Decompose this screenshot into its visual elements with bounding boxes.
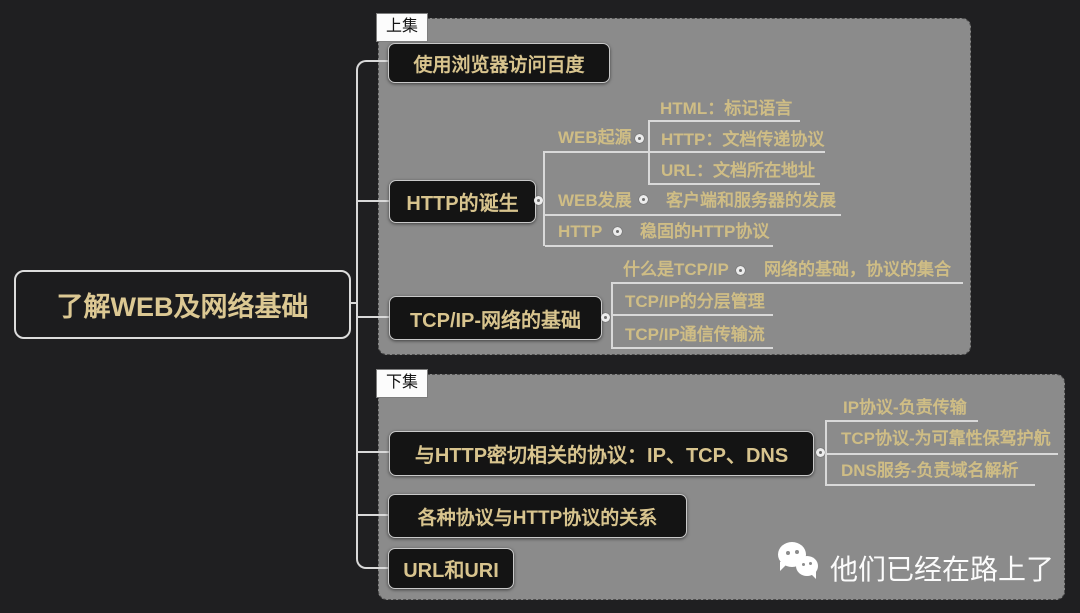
boundary-label-part1: 上集 (376, 13, 429, 42)
topic-tcpip-basis[interactable]: TCP/IP-网络的基础 (389, 296, 602, 340)
watermark-text: 他们已经在路上了 (830, 554, 1055, 585)
root-topic[interactable]: 了解WEB及网络基础 (14, 270, 351, 339)
connector-bracket (543, 151, 545, 246)
topic-underline (545, 214, 841, 216)
topic-underline (827, 484, 1035, 486)
wechat-eye (809, 562, 812, 565)
connector-stub (357, 200, 389, 202)
connector-root-stub (347, 302, 357, 304)
collapse-dot[interactable] (639, 195, 648, 204)
subtopic-net-basis[interactable]: 网络的基础，协议的集合 (764, 260, 951, 279)
topic-underline (650, 120, 800, 122)
subtopic-ip-protocol[interactable]: IP协议-负责传输 (843, 398, 967, 417)
wechat-icon (778, 542, 826, 586)
topic-browser-baidu[interactable]: 使用浏览器访问百度 (388, 43, 610, 83)
topic-underline (827, 453, 1058, 455)
connector-upper-bracket (356, 60, 391, 305)
topic-underline (613, 282, 963, 284)
subtopic-tcp-protocol[interactable]: TCP协议-为可靠性保驾护航 (841, 429, 1051, 448)
topic-related-protocols[interactable]: 与HTTP密切相关的协议：IP、TCP、DNS (389, 431, 814, 476)
connector-stub (357, 451, 389, 453)
subtopic-web-dev[interactable]: WEB发展 (558, 191, 632, 210)
topic-underline (613, 347, 773, 349)
collapse-dot[interactable] (613, 227, 622, 236)
collapse-dot[interactable] (635, 134, 644, 143)
topic-protocols-relation[interactable]: 各种协议与HTTP协议的关系 (388, 494, 687, 538)
subtopic-tcpip-layers[interactable]: TCP/IP的分层管理 (625, 292, 765, 311)
subtopic-http-doc[interactable]: HTTP：文档传递协议 (661, 130, 825, 149)
subtopic-http[interactable]: HTTP (558, 222, 603, 241)
subtopic-client-server[interactable]: 客户端和服务器的发展 (666, 191, 836, 210)
connector-bracket (611, 282, 613, 349)
subtopic-dns-service[interactable]: DNS服务-负责域名解析 (841, 461, 1019, 480)
connector-stub (357, 514, 389, 516)
connector-stub (357, 316, 389, 318)
connector-lower-bracket (356, 303, 391, 569)
wechat-eye (795, 550, 799, 554)
wechat-eye (786, 551, 790, 555)
subtopic-url-addr[interactable]: URL：文档所在地址 (661, 161, 815, 180)
collapse-dot[interactable] (736, 266, 745, 275)
topic-underline (545, 151, 825, 153)
subtopic-what-is-tcpip[interactable]: 什么是TCP/IP (623, 260, 729, 279)
subtopic-html[interactable]: HTML：标记语言 (660, 99, 793, 118)
subtopic-web-origin[interactable]: WEB起源 (558, 128, 632, 147)
topic-underline (827, 420, 978, 422)
topic-underline (650, 183, 820, 185)
wechat-bubble-small (796, 556, 818, 576)
topic-http-birth[interactable]: HTTP的诞生 (389, 180, 536, 223)
subtopic-tcpip-flow[interactable]: TCP/IP通信传输流 (625, 325, 765, 344)
topic-underline (613, 314, 773, 316)
collapse-dot[interactable] (534, 196, 543, 205)
collapse-dot[interactable] (601, 313, 610, 322)
connector-bracket (825, 420, 827, 486)
topic-underline (545, 245, 773, 247)
boundary-label-part2: 下集 (376, 369, 429, 398)
collapse-dot[interactable] (816, 448, 825, 457)
topic-url-uri[interactable]: URL和URI (388, 548, 514, 589)
subtopic-stable-http[interactable]: 稳固的HTTP协议 (640, 222, 770, 241)
wechat-eye (802, 563, 805, 566)
